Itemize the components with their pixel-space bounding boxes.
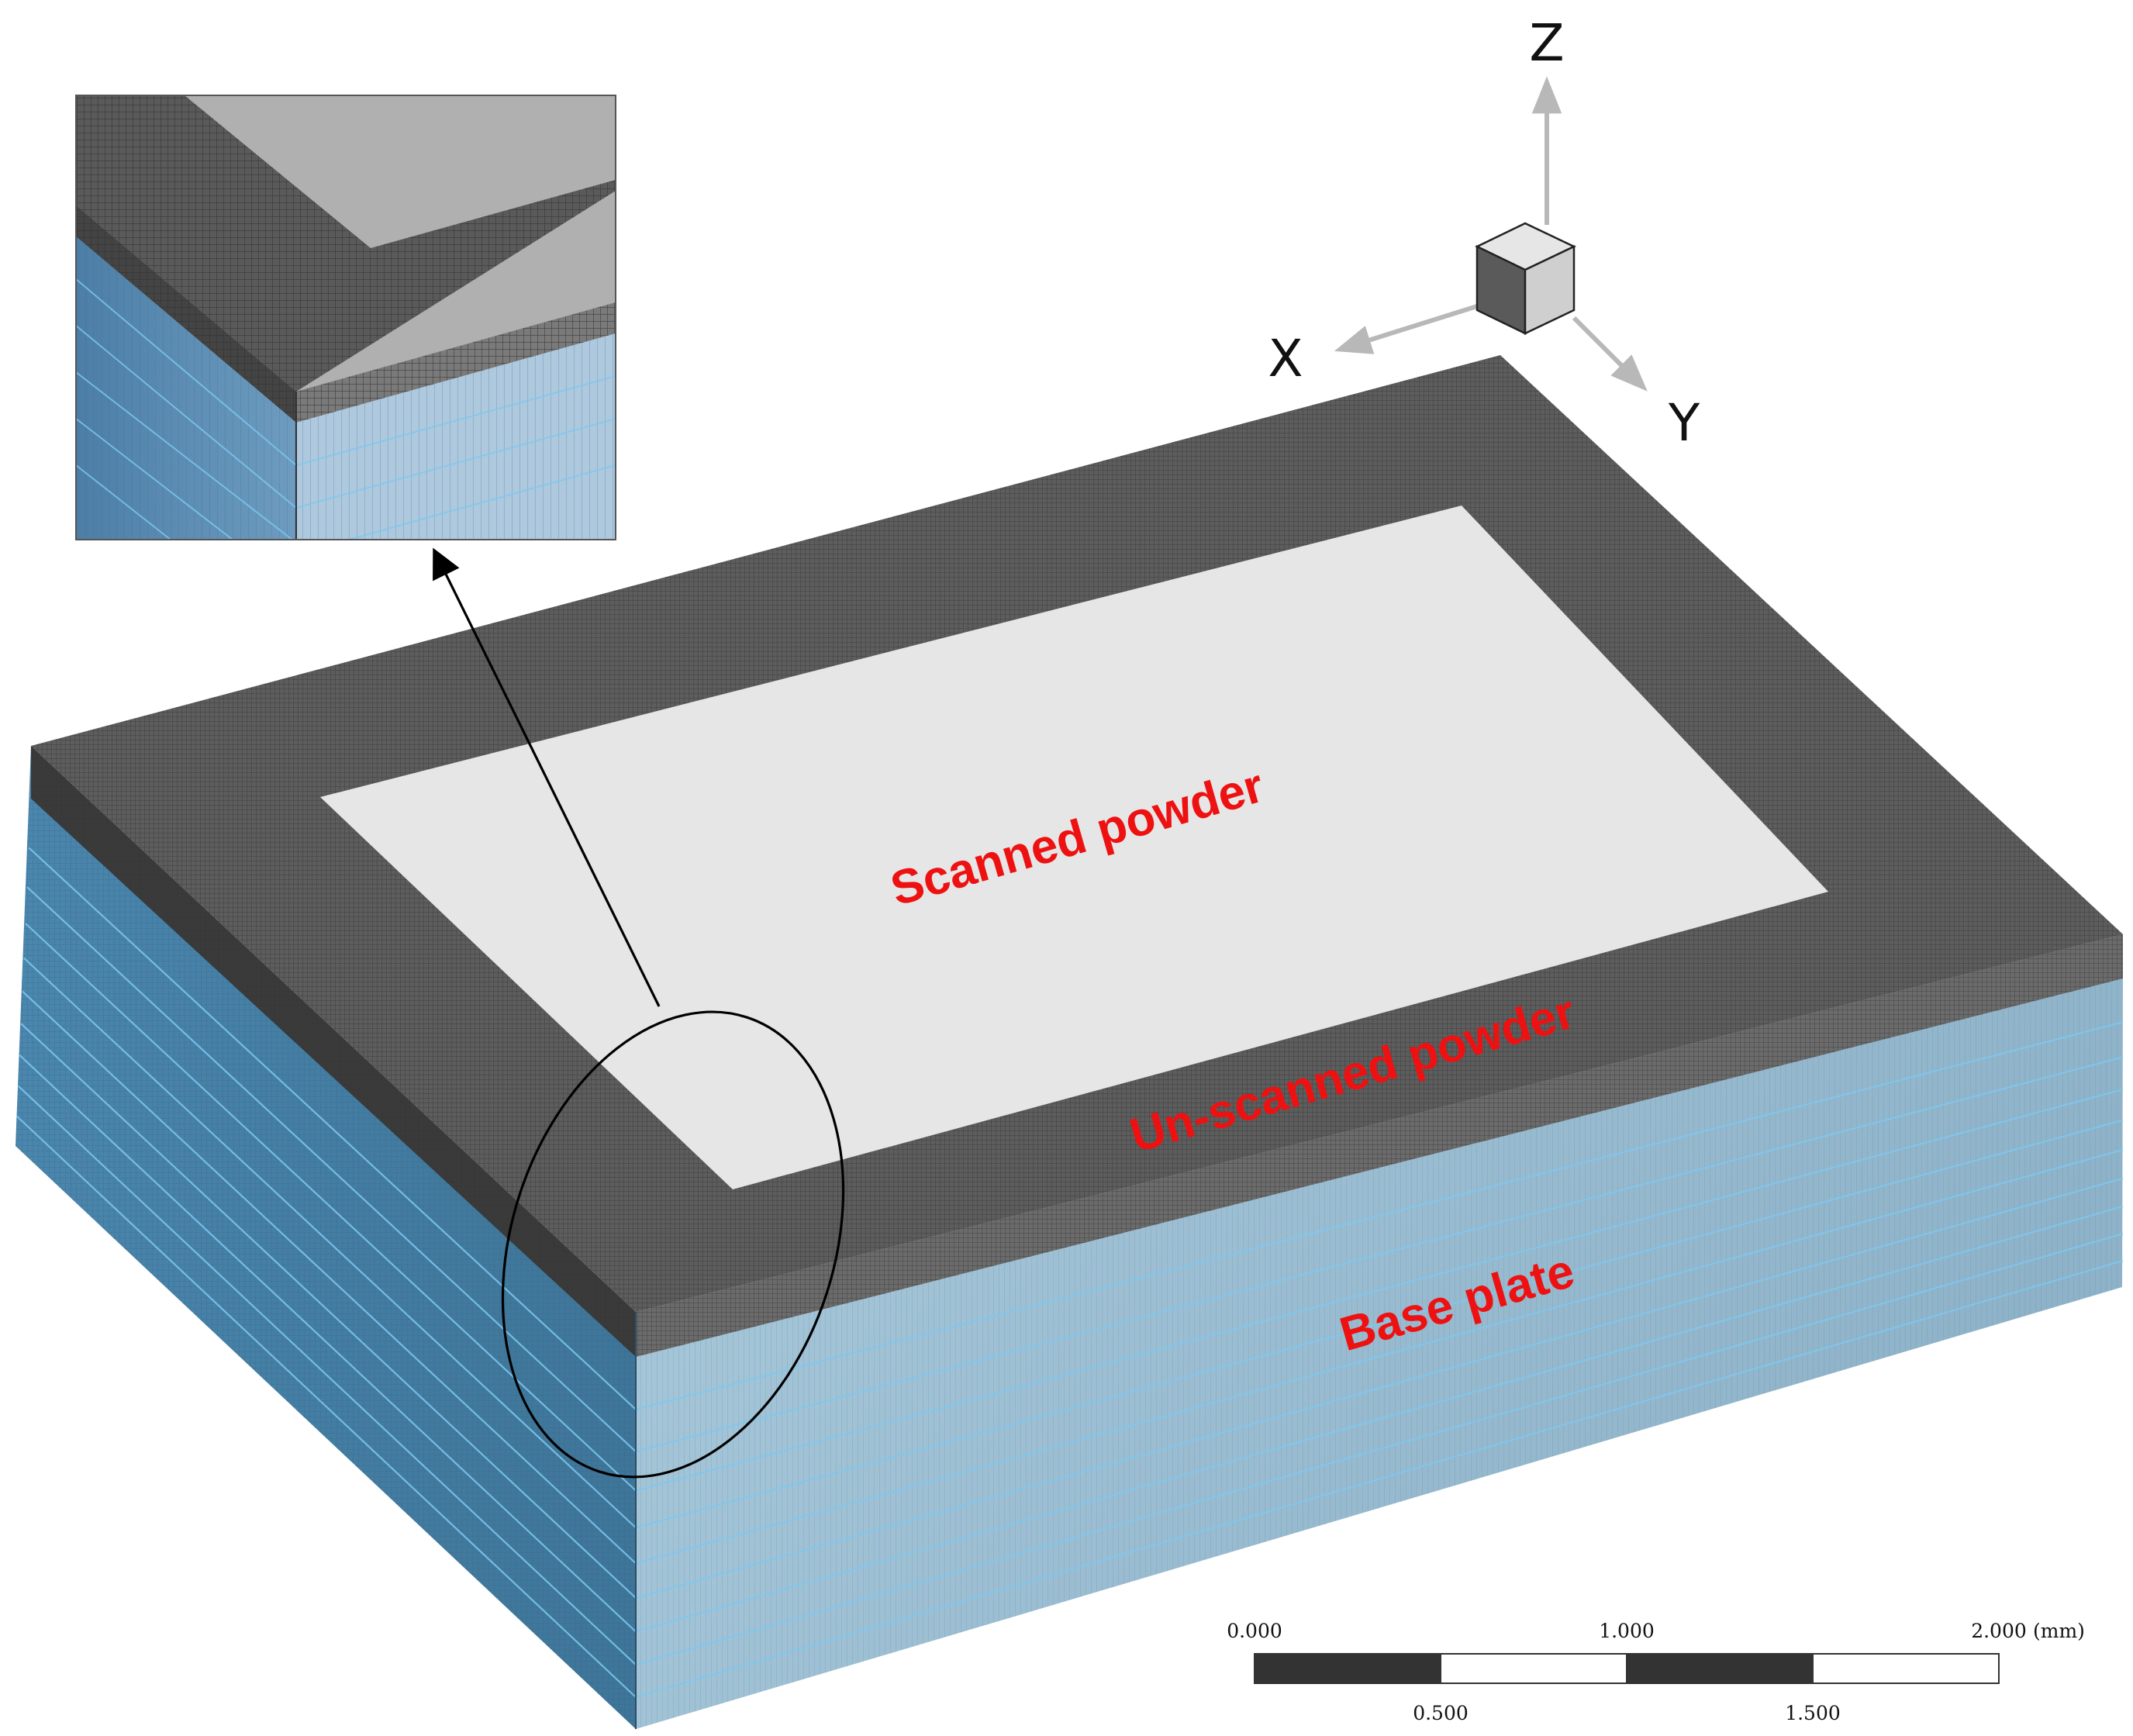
scale-tick-half: 0.500 (1413, 1702, 1469, 1724)
scale-tick-1: 1.000 (1599, 1620, 1655, 1642)
zoom-region-ellipse (501, 1010, 845, 1479)
axis-label-z: Z (1529, 13, 1564, 73)
scanned-powder-region (320, 506, 1828, 1189)
scale-tick-0: 0.000 (1227, 1620, 1282, 1642)
zoom-inset (76, 95, 616, 540)
scale-tick-2: 2.000 (1971, 1620, 2027, 1642)
scale-tick-onehalf: 1.500 (1785, 1702, 1841, 1724)
axis-label-x: X (1268, 329, 1303, 388)
scale-unit: (mm) (2033, 1620, 2085, 1642)
axis-label-y: Y (1668, 393, 1700, 453)
zoom-arrow (433, 547, 661, 1007)
block-3d (16, 355, 2124, 1729)
axis-triad: Z X Y (1268, 13, 1700, 453)
base-plate-mesh-lines (16, 847, 2124, 1698)
scale-bar: 0.000 1.000 2.000 (mm) 0.500 1.500 (1227, 1620, 2085, 1724)
